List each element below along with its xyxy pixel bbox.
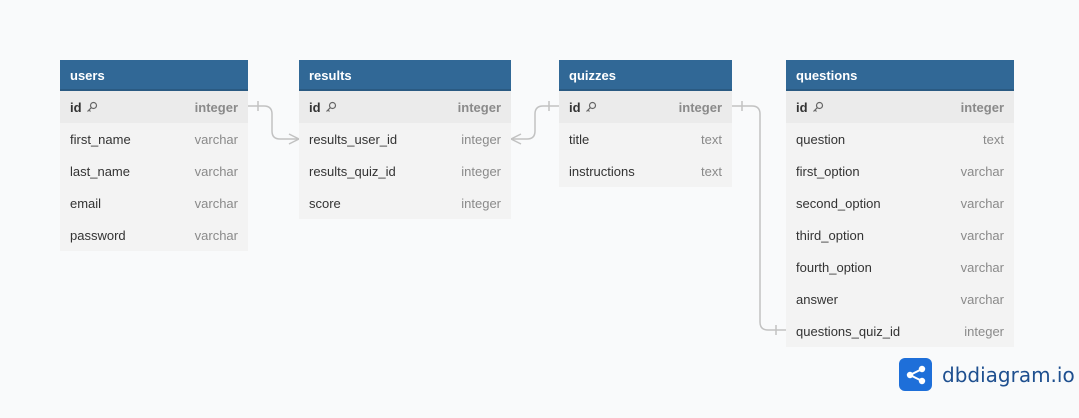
table-quizzes[interactable]: quizzes id integer title text instruction… [559,60,732,187]
key-icon [812,101,823,112]
relation-users-results [248,101,300,145]
field-type: integer [194,99,238,115]
field-type: varchar [194,195,238,211]
field-row[interactable]: id integer [786,91,1014,123]
field-name: title [569,131,590,147]
field-type: varchar [194,163,238,179]
table-header[interactable]: users [60,60,248,91]
field-row[interactable]: score integer [299,187,511,219]
table-header[interactable]: quizzes [559,60,732,91]
field-type: integer [461,195,501,211]
field-type: text [983,131,1004,147]
share-icon [899,358,932,391]
field-name: first_name [70,131,131,147]
field-row[interactable]: answer varchar [786,283,1014,315]
field-name: third_option [796,227,864,243]
brand-name: dbdiagram.io [942,362,1075,387]
field-row[interactable]: first_name varchar [60,123,248,155]
field-name: fourth_option [796,259,872,275]
field-name: results_quiz_id [309,163,396,179]
field-name: results_user_id [309,131,398,147]
field-row[interactable]: email varchar [60,187,248,219]
field-type: varchar [960,259,1004,275]
field-type: integer [461,163,501,179]
field-name: second_option [796,195,881,211]
field-type: varchar [960,163,1004,179]
key-icon [86,101,97,112]
field-row[interactable]: third_option varchar [786,219,1014,251]
field-name: answer [796,291,838,307]
key-icon [585,101,596,112]
field-type: integer [964,323,1004,339]
field-name: question [796,131,846,147]
field-name: id [309,99,321,115]
field-name: email [70,195,102,211]
field-row[interactable]: id integer [60,91,248,123]
field-type: varchar [194,131,238,147]
field-row[interactable]: results_quiz_id integer [299,155,511,187]
relation-quizzes-results [510,101,559,145]
field-row[interactable]: question text [786,123,1014,155]
field-name: last_name [70,163,130,179]
relation-quizzes-questions [732,101,786,335]
field-row[interactable]: second_option varchar [786,187,1014,219]
field-row[interactable]: last_name varchar [60,155,248,187]
field-row[interactable]: questions_quiz_id integer [786,315,1014,347]
field-name: first_option [796,163,860,179]
field-row[interactable]: title text [559,123,732,155]
field-name: score [309,195,341,211]
field-name: questions_quiz_id [796,323,901,339]
field-row[interactable]: results_user_id integer [299,123,511,155]
field-type: integer [457,99,501,115]
field-type: varchar [960,227,1004,243]
field-type: integer [461,131,501,147]
key-icon [325,101,336,112]
field-row[interactable]: instructions text [559,155,732,187]
field-name: id [796,99,808,115]
field-row[interactable]: id integer [299,91,511,123]
field-name: password [70,227,126,243]
table-header[interactable]: questions [786,60,1014,91]
field-type: varchar [960,195,1004,211]
table-header[interactable]: results [299,60,511,91]
field-type: integer [960,99,1004,115]
field-row[interactable]: first_option varchar [786,155,1014,187]
field-type: text [701,163,722,179]
field-name: id [569,99,581,115]
field-name: id [70,99,82,115]
field-type: text [701,131,722,147]
field-type: integer [678,99,722,115]
field-type: varchar [960,291,1004,307]
field-name: instructions [569,163,635,179]
field-row[interactable]: fourth_option varchar [786,251,1014,283]
field-row[interactable]: password varchar [60,219,248,251]
field-type: varchar [194,227,238,243]
field-row[interactable]: id integer [559,91,732,123]
brand-watermark: dbdiagram.io [899,358,1075,391]
table-questions[interactable]: questions id integer question text first_… [786,60,1014,347]
